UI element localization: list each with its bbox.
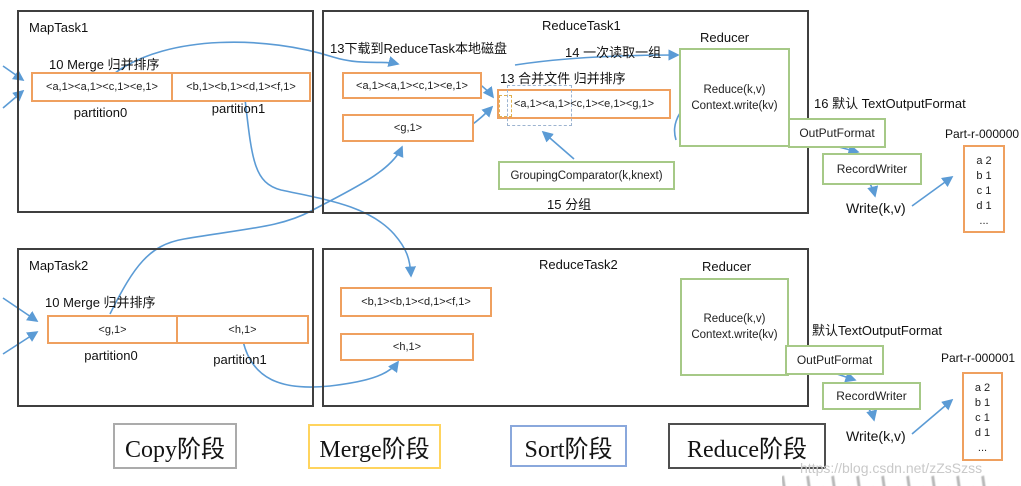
part1-line: d 1	[976, 200, 992, 212]
part2-line: b 1	[974, 397, 991, 409]
grouping-comparator-box: GroupingComparator(k,knext)	[498, 161, 675, 190]
legend-sort-phase: Sort阶段	[510, 425, 627, 467]
maptask1-partition0-cell: <a,1><a,1><c,1><e,1>	[46, 81, 158, 93]
part-file1-name: Part-r-000000	[945, 127, 1020, 141]
reducer2-function-box: Reduce(k,v) Context.write(kv)	[680, 278, 789, 376]
reducer1-func-line2: Context.write(kv)	[691, 99, 778, 112]
maptask1-merge-label: 10 Merge 归并排序	[49, 57, 160, 72]
outputformat2-box: OutPutFormat	[785, 345, 884, 375]
download-label: 13下载到ReduceTask本地磁盘	[330, 41, 507, 56]
part-file2-name: Part-r-000001	[941, 351, 1016, 365]
maptask2-partition1-label: partition1	[213, 352, 267, 367]
reduce1-merged-box: <a,1><a,1><c,1><e,1><g,1>	[497, 89, 671, 119]
maptask2-box: MapTask2 10 Merge 归并排序	[17, 248, 314, 407]
recordwriter1-box: RecordWriter	[822, 153, 922, 185]
grouping-step-label: 15 分组	[547, 197, 592, 212]
part-file1-box: a 2 b 1 c 1 d 1 ...	[963, 145, 1005, 233]
maptask1-box: MapTask1 10 Merge 归并排序	[17, 10, 314, 213]
maptask2-partition0-cell: <g,1>	[98, 323, 127, 336]
legend-merge-phase: Merge阶段	[308, 424, 441, 469]
legend-reduce-phase: Reduce阶段	[668, 423, 826, 469]
reducetask1-box: ReduceTask1 13下载到ReduceTask本地磁盘 14 一次读取一…	[322, 10, 809, 214]
reducetask2-box: ReduceTask2	[322, 248, 809, 407]
textoutputformat1-label: 16 默认 TextOutputFormat	[814, 96, 966, 111]
maptask1-title: MapTask1	[29, 20, 89, 35]
part1-line: ...	[979, 215, 989, 227]
calligraphy-fragment	[782, 474, 1014, 486]
maptask2-partition1-cell: <h,1>	[176, 317, 307, 342]
read-one-group-label: 14 一次读取一组	[565, 45, 662, 60]
reduce2-spill-box-b: <h,1>	[340, 333, 474, 361]
part2-line: c 1	[975, 412, 990, 424]
maptask2-title: MapTask2	[29, 258, 89, 273]
part-file2-box: a 2 b 1 c 1 d 1 ...	[962, 372, 1003, 461]
part2-line: d 1	[974, 427, 991, 439]
reduce1-spill-box-b: <g,1>	[342, 114, 474, 142]
part1-line: b 1	[976, 170, 992, 182]
maptask2-partition-bar: <g,1> <h,1>	[47, 315, 309, 344]
reducer1-function-box: Reduce(k,v) Context.write(kv)	[679, 48, 790, 147]
reducer2-function-text: Reduce(k,v) Context.write(kv)	[691, 311, 777, 343]
maptask1-partition1-label: partition1	[211, 101, 266, 116]
merge-files-label: 13 合并文件 归并排序	[500, 71, 626, 86]
part2-line: a 2	[974, 382, 991, 394]
write2-label: Write(k,v)	[846, 428, 906, 444]
reducer2-func-line1: Reduce(k,v)	[703, 313, 766, 325]
legend-copy-phase: Copy阶段	[113, 423, 237, 469]
key-highlight-dashed	[499, 95, 512, 117]
part1-line: a 2	[976, 155, 992, 167]
maptask1-partition-bar: <a,1><a,1><c,1><e,1> <b,1><b,1><d,1><f,1…	[31, 72, 311, 102]
reduce1-spill-box-a: <a,1><a,1><c,1><e,1>	[342, 72, 482, 99]
part1-line: c 1	[976, 185, 992, 197]
csdn-watermark: https://blog.csdn.net/zZsSzss	[800, 460, 983, 476]
reducer1-func-line1: Reduce(k,v)	[703, 83, 766, 96]
maptask1-partition1-cell: <b,1><b,1><d,1><f,1>	[171, 74, 309, 100]
group-highlight-dashed	[507, 85, 572, 126]
recordwriter2-box: RecordWriter	[822, 382, 921, 410]
reducer2-title: Reducer	[702, 259, 752, 274]
maptask2-partition0-label: partition0	[84, 348, 138, 363]
reducer2-func-line2: Context.write(kv)	[691, 329, 778, 341]
maptask2-merge-label: 10 Merge 归并排序	[45, 295, 156, 310]
textoutputformat2-label: 默认TextOutputFormat	[812, 323, 943, 338]
reduce2-spill-box-a: <b,1><b,1><d,1><f,1>	[340, 287, 492, 317]
reducetask1-title: ReduceTask1	[542, 18, 621, 33]
reducer1-title: Reducer	[700, 30, 750, 45]
maptask1-partition0-label: partition0	[73, 105, 128, 120]
write1-label: Write(k,v)	[846, 200, 906, 216]
reducer1-function-text: Reduce(k,v) Context.write(kv)	[691, 82, 777, 114]
outputformat1-box: OutPutFormat	[788, 118, 886, 148]
part2-line: ...	[977, 442, 988, 454]
reducetask2-title: ReduceTask2	[539, 257, 618, 272]
